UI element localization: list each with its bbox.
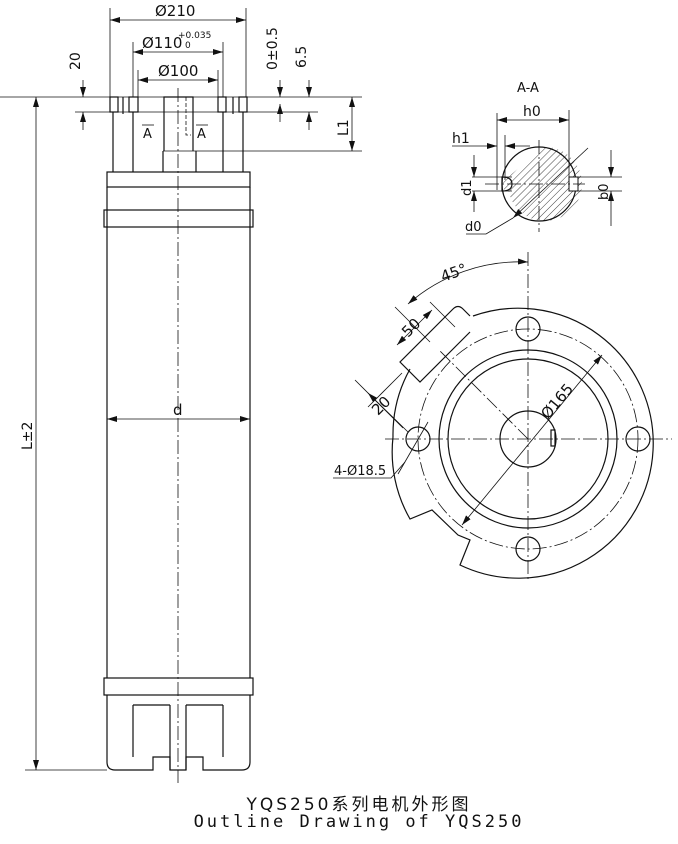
dim-20: 20	[68, 52, 84, 70]
label-d0: d0	[465, 220, 482, 235]
caption-chinese: YQS250系列电机外形图	[246, 795, 472, 815]
dim-dia-100: Ø100	[158, 62, 198, 80]
caption-english: Outline Drawing of YQS250	[193, 812, 525, 832]
dim-d: d	[173, 401, 183, 419]
flange-section-hatch	[109, 96, 119, 113]
dim-50: 50	[398, 315, 424, 341]
motor-side-view	[0, 88, 362, 783]
section-title: A-A	[517, 81, 539, 96]
dim-dia-210: Ø210	[155, 2, 195, 20]
section-mark-right: A	[197, 127, 206, 142]
label-b0: b0	[597, 183, 612, 200]
tol-upper: +0.035	[178, 31, 211, 41]
dim-dia-165: Ø165	[537, 380, 577, 423]
dimensions-side: Ø210 Ø110 +0.035 0 Ø100 20 0±0.5 6.5 L1 …	[20, 2, 355, 770]
tol-lower: 0	[185, 41, 191, 51]
label-d1: d1	[460, 179, 475, 196]
motor-end-view	[385, 252, 672, 582]
section-a-a: A-A h0 h1 d1 b0 d0	[452, 81, 622, 235]
angle-45: 45°	[438, 260, 469, 286]
holes-label: 4-Ø18.5	[334, 464, 386, 479]
dim-6-5: 6.5	[294, 46, 310, 68]
section-mark-left: A	[143, 127, 152, 142]
dimensions-end: 45° 50 20 Ø165 4-Ø18.5	[333, 258, 603, 526]
label-h1: h1	[452, 131, 470, 147]
dim-0-pm-0-5: 0±0.5	[265, 27, 281, 70]
dim-L1: L1	[336, 119, 352, 136]
dim-dia-110: Ø110	[142, 34, 182, 52]
dim-L: L±2	[20, 422, 36, 450]
label-h0: h0	[523, 104, 541, 120]
